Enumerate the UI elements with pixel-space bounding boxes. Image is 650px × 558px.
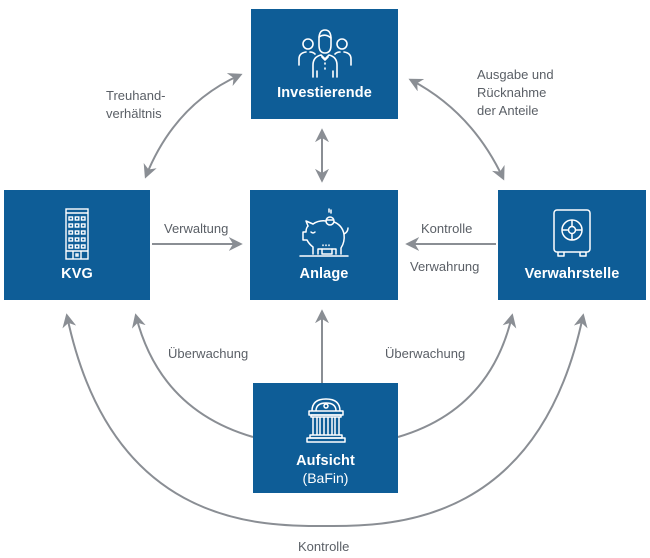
node-anlage[interactable]: Anlage [250,190,398,300]
label-line: der Anteile [477,103,539,118]
node-kvg[interactable]: KVG [4,190,150,300]
label-verwahrung: Verwahrung [410,259,480,274]
node-title: KVG [61,266,93,282]
label-verwaltung: Verwaltung [164,221,229,236]
label-kontrolle-bottom: Kontrolle [298,539,350,554]
label-line: verhältnis [106,106,162,121]
node-aufsicht[interactable]: Aufsicht (BaFin) [253,383,398,493]
government-building-icon [305,398,346,443]
node-subtitle: (BaFin) [302,470,349,486]
node-title: Verwahrstelle [524,266,620,282]
node-title: Aufsicht [296,453,355,469]
label-line: Rücknahme [477,85,547,100]
safe-icon [553,209,591,257]
node-verwahrstelle[interactable]: Verwahrstelle [498,190,646,300]
office-building-icon [65,208,89,260]
label-ueberwachung-right: Überwachung [385,346,466,361]
arrow-aufsicht-verwahrstelle [397,313,517,438]
node-title: Investierende [277,85,372,101]
arrow-aufsicht-kvg [131,313,254,438]
label-ueberwachung-left: Überwachung [168,346,249,361]
arrow-kontrolle-outer [62,313,588,528]
node-investierende[interactable]: Investierende [251,9,398,119]
arrow-kvg-investierende [143,73,243,179]
people-group-icon [297,29,352,78]
label-ausgabe-ruecknahme: Ausgabe und Rücknahme der Anteile [477,66,554,120]
label-line: Treuhand- [106,88,166,103]
node-title: Anlage [299,266,349,282]
label-line: Ausgabe und [477,67,554,82]
piggy-bank-icon [299,208,349,257]
label-kontrolle-right: Kontrolle [421,221,473,236]
arrow-investierende-verwahrstelle [408,78,505,181]
label-treuhandverhaeltnis: Treuhand- verhältnis [106,87,166,123]
